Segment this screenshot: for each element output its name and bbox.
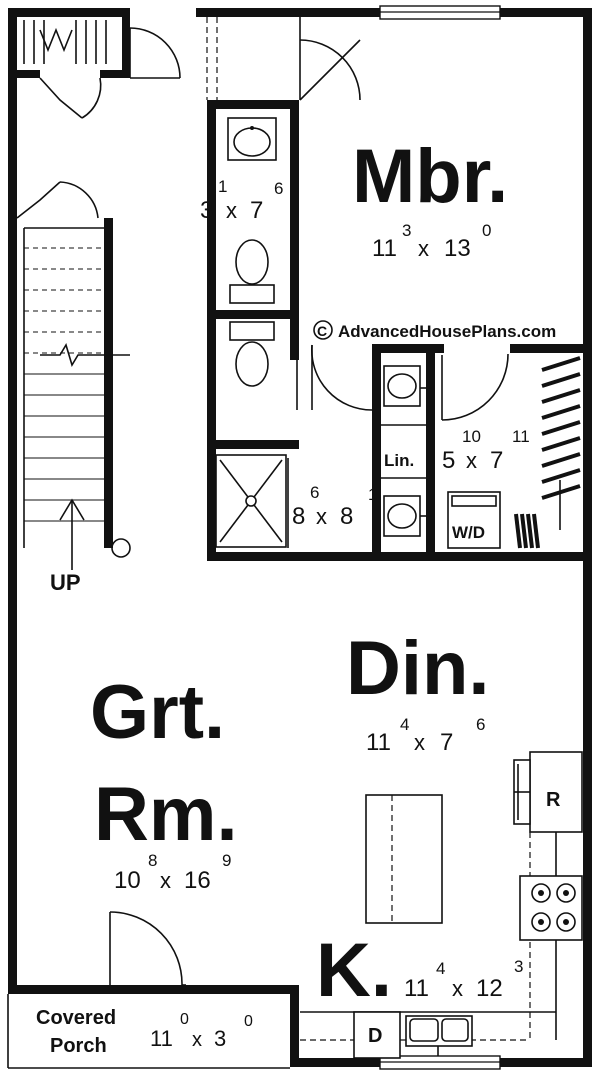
closet-hanger (541, 372, 581, 388)
mbr-dim-a: 11 (372, 235, 397, 262)
laundry-linen: Lin. W/D (372, 344, 588, 560)
kitchen-sup-a: 4 (436, 959, 445, 978)
stairs-up-label: UP (50, 570, 81, 595)
grt-label-line2: Rm. (94, 772, 238, 857)
din-sup-a: 4 (400, 715, 409, 734)
laundry-x: x (466, 448, 477, 473)
fridge-label: R (546, 789, 561, 811)
din-dim-b: 7 (440, 729, 453, 756)
closet-hanger (541, 452, 581, 468)
grt-label-line1: Grt. (90, 670, 225, 755)
grt-x: x (160, 868, 171, 893)
closet-hanger (541, 436, 581, 452)
porch-sup-b: 0 (244, 1013, 253, 1030)
din-dim-a: 11 (366, 729, 391, 756)
kitchen-label: K. (316, 928, 392, 1013)
din-label: Din. (346, 626, 490, 711)
din-x: x (414, 730, 425, 755)
porch-label-line2: Porch (50, 1035, 107, 1057)
closet-hanger (526, 513, 534, 549)
front-door (7, 911, 290, 1069)
closet-hanger (541, 388, 581, 404)
bath-walls (206, 17, 587, 561)
laundry-dim-a: 5 (442, 447, 455, 474)
copyright-symbol: C (317, 323, 327, 339)
kitchen-fixtures: R D (300, 751, 583, 1059)
bath2-x: x (316, 504, 327, 529)
dishwasher-label: D (368, 1025, 382, 1047)
grt-dim-b: 16 (184, 867, 211, 894)
bath1-dim-a: 3 (200, 197, 213, 224)
bath2-dim-b: 8 (340, 503, 353, 530)
din-sup-b: 6 (476, 715, 485, 734)
porch-dim-a: 11 (150, 1026, 173, 1051)
copyright-watermark: C AdvancedHousePlans.com (313, 320, 556, 341)
closet-hanger (520, 513, 528, 549)
bath1-sup-b: 6 (274, 179, 283, 198)
closet-hanger (541, 404, 581, 420)
laundry-sup-a: 10 (462, 427, 481, 446)
kitchen-dim-a: 11 (404, 975, 429, 1002)
porch-dim-b: 3 (214, 1026, 226, 1051)
windows (379, 5, 501, 1070)
mbr-dim-b: 13 (444, 235, 471, 262)
kitchen-sup-b: 3 (514, 957, 523, 976)
mbr-label: Mbr. (352, 134, 508, 219)
kitchen-x: x (452, 976, 463, 1001)
mbr-sup-b: 0 (482, 221, 491, 240)
mbr-sup-a: 3 (402, 221, 411, 240)
closet-hanger (514, 513, 522, 549)
porch-sup-a: 0 (180, 1011, 189, 1028)
closet-hanger (541, 468, 581, 484)
porch-x: x (192, 1029, 202, 1051)
laundry-sup-b: 11 (512, 427, 530, 446)
bath2-dim-a: 8 (292, 503, 305, 530)
kitchen-dim-b: 12 (476, 975, 503, 1002)
bath2-sup-b: 1 (368, 485, 377, 504)
stairs: UP (16, 181, 131, 595)
closet-hanger (541, 356, 581, 372)
bath1-dim-b: 7 (250, 197, 263, 224)
bath2-sup-a: 6 (310, 483, 319, 502)
laundry-dim-b: 7 (490, 447, 503, 474)
linen-label: Lin. (384, 451, 414, 470)
closet-hanger (541, 484, 581, 500)
copyright-text: AdvancedHousePlans.com (338, 322, 556, 341)
closet-hanger (541, 420, 581, 436)
washer-dryer-label: W/D (452, 523, 485, 542)
bath1-x: x (226, 198, 237, 223)
front-entry-closet (14, 8, 181, 119)
mbr-x: x (418, 236, 429, 261)
grt-sup-b: 9 (222, 851, 231, 870)
porch-label-line1: Covered (36, 1007, 116, 1029)
bath1-sup-a: 1 (218, 177, 227, 196)
grt-sup-a: 8 (148, 851, 157, 870)
closet-hanger (532, 513, 540, 549)
grt-dim-a: 10 (114, 867, 141, 894)
